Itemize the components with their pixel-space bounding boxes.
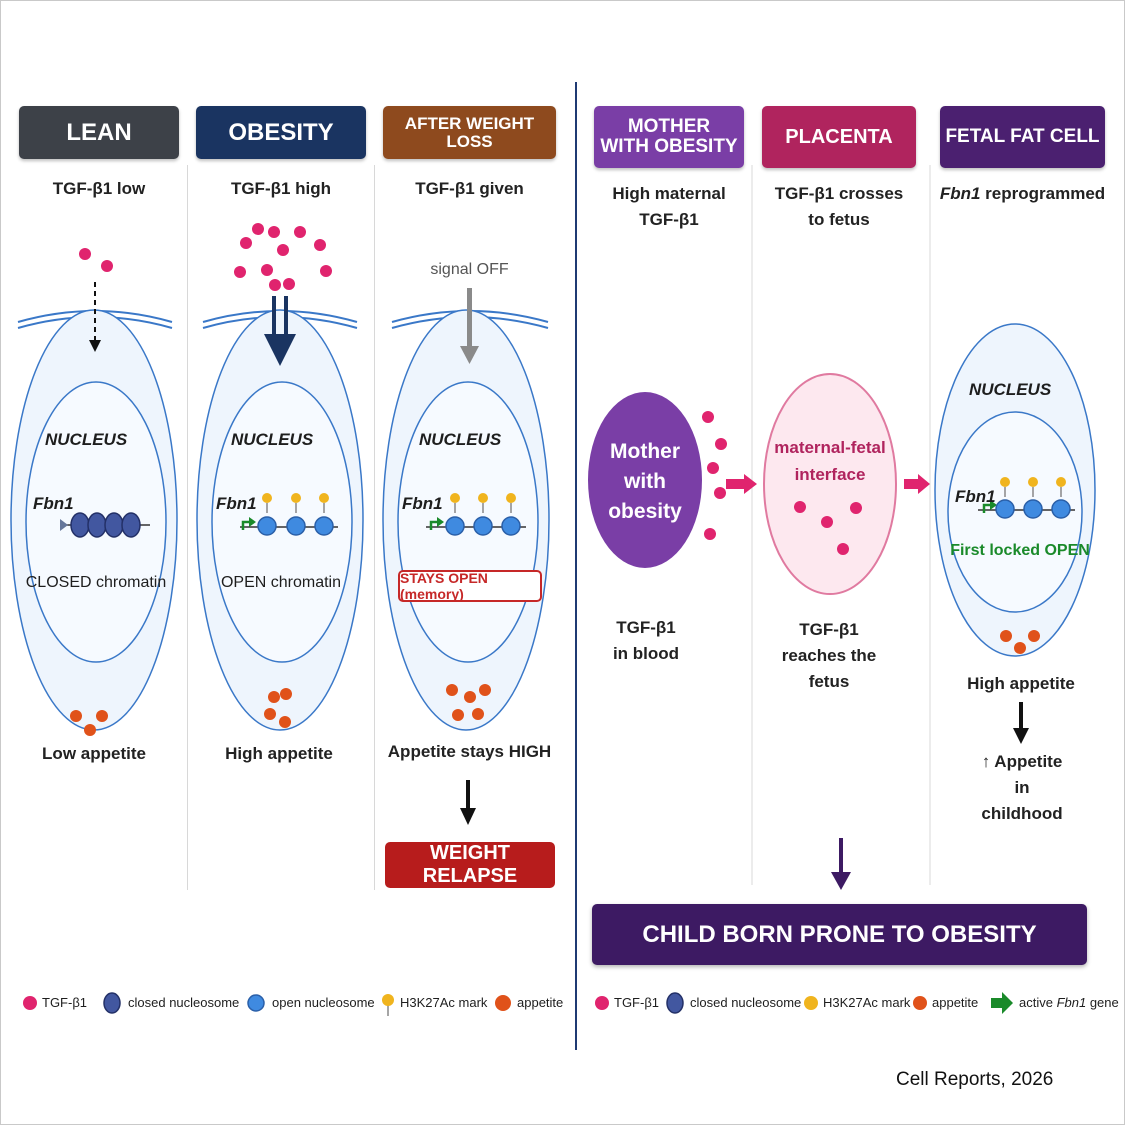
- divider-left-2: [374, 165, 375, 890]
- signal-arrow: [264, 334, 296, 366]
- gene-label-obesity: Fbn1: [216, 494, 257, 513]
- gene-label-lean: Fbn1: [33, 494, 74, 513]
- mother-circle: [588, 392, 702, 568]
- legend-left-closed: closed nucleosome: [128, 995, 240, 1010]
- nucleus-label-fetal: NUCLEUS: [969, 380, 1052, 399]
- header-fetal-fat-cell: FETAL FAT CELL: [940, 106, 1105, 168]
- appetite-dot: [70, 710, 82, 722]
- subtitle-fetal: Fbn1 reprogrammed: [935, 181, 1110, 207]
- mother-figure: [588, 392, 757, 568]
- placenta-circle-text: maternal-fetal interface: [774, 438, 886, 484]
- bottom-mother: TGF-β1 in blood: [612, 618, 680, 663]
- open-nucleosome: [314, 516, 334, 536]
- active-gene-arrow: [241, 520, 250, 530]
- bottom-obesity: High appetite: [225, 744, 333, 763]
- header-obesity: OBESITY: [196, 106, 366, 159]
- header-mother: MOTHER WITH OBESITY: [594, 106, 744, 168]
- stays-open-badge: STAYS OPEN (memory): [398, 570, 542, 602]
- fetal-cell: [934, 323, 1096, 744]
- open-nucleosome: [257, 516, 277, 536]
- appetite-dot: [96, 710, 108, 722]
- chromatin-lean: CLOSED chromatin: [25, 574, 167, 591]
- bottom-lean: Low appetite: [42, 744, 146, 763]
- subtitle-placenta: TGF-β1 crosses to fetus: [774, 184, 904, 229]
- legend-right-tgf: TGF-β1: [614, 995, 660, 1010]
- header-after-weight-loss: AFTER WEIGHT LOSS: [383, 106, 556, 159]
- chromatin-obesity: OPEN chromatin: [220, 574, 342, 591]
- lean-cell: [10, 248, 178, 736]
- nucleus-label-lean: NUCLEUS: [45, 430, 128, 449]
- subtitle-fetal-gene: Fbn1: [939, 184, 981, 203]
- closed-nucleosome: [104, 512, 124, 538]
- subtitle-mother: High maternal TGF-β1: [612, 184, 726, 229]
- gene-label-after: Fbn1: [402, 494, 443, 513]
- relapse-arrow: [460, 808, 476, 825]
- legend-left-tgf: TGF-β1: [42, 995, 88, 1010]
- credit-text: Cell Reports, 2026: [896, 1069, 1054, 1090]
- divider-left-1: [187, 165, 188, 890]
- subtitle-fetal-rest: reprogrammed: [980, 184, 1106, 203]
- tgf-dot: [101, 260, 113, 272]
- legend-gene-post: gene: [1086, 995, 1119, 1010]
- subtitle-obesity: TGF-β1 high: [230, 179, 332, 198]
- childhood-appetite-text: Appetite in childhood: [981, 752, 1063, 823]
- legend-icons-right: [595, 992, 1013, 1014]
- legend-left-appetite: appetite: [517, 995, 564, 1010]
- appetite-dot: [84, 724, 96, 736]
- open-nucleosome: [286, 516, 306, 536]
- legend-icons-left: [23, 992, 511, 1016]
- legend-gene-name: Fbn1: [1056, 995, 1087, 1010]
- transfer-arrow: [744, 474, 757, 494]
- closed-nucleosome: [121, 512, 141, 538]
- section-divider: [575, 82, 577, 1050]
- childhood-appetite: ↑ Appetite in childhood: [972, 749, 1072, 827]
- legend-right-gene: active Fbn1 gene: [1019, 995, 1119, 1010]
- placenta-circle: [763, 373, 897, 595]
- legend-gene-pre: active: [1019, 995, 1057, 1010]
- nucleus-label-after: NUCLEUS: [419, 430, 502, 449]
- tgf-dot: [79, 248, 91, 260]
- childhood-arrow: [1013, 728, 1029, 744]
- bottom-placenta: TGF-β1 reaches the fetus: [781, 620, 877, 691]
- bottom-fetal: High appetite: [967, 674, 1075, 693]
- obesity-cell: [196, 223, 364, 731]
- legend-right-appetite: appetite: [932, 995, 979, 1010]
- closed-nucleosome: [70, 512, 90, 538]
- transfer-arrow: [918, 474, 930, 494]
- header-lean: LEAN: [19, 106, 179, 159]
- mother-circle-text: Mother with obesity: [608, 440, 682, 523]
- legend-left-mark: H3K27Ac mark: [400, 995, 488, 1010]
- placenta-figure: [763, 373, 930, 595]
- bottom-after: Appetite stays HIGH: [387, 742, 552, 761]
- signal-off-label: signal OFF: [430, 261, 509, 278]
- signal-off-arrow: [460, 346, 479, 364]
- closed-gene-marker: [60, 519, 68, 531]
- subtitle-after-weight-loss: TGF-β1 given: [415, 179, 524, 198]
- legend-right-closed: closed nucleosome: [690, 995, 802, 1010]
- closed-nucleosome: [87, 512, 107, 538]
- legend-left-open: open nucleosome: [272, 995, 375, 1010]
- header-placenta: PLACENTA: [762, 106, 916, 168]
- first-locked-open: First locked OPEN: [950, 542, 1090, 559]
- weight-relapse-box: WEIGHT RELAPSE: [385, 842, 555, 888]
- nucleus-label-obesity: NUCLEUS: [231, 430, 314, 449]
- gene-label-fetal: Fbn1: [955, 487, 996, 506]
- outcome-arrow: [831, 872, 851, 890]
- subtitle-lean: TGF-β1 low: [52, 179, 146, 198]
- up-arrow-glyph: ↑: [981, 752, 991, 771]
- legend-right-mark: H3K27Ac mark: [823, 995, 911, 1010]
- child-outcome-box: CHILD BORN PRONE TO OBESITY: [592, 904, 1087, 965]
